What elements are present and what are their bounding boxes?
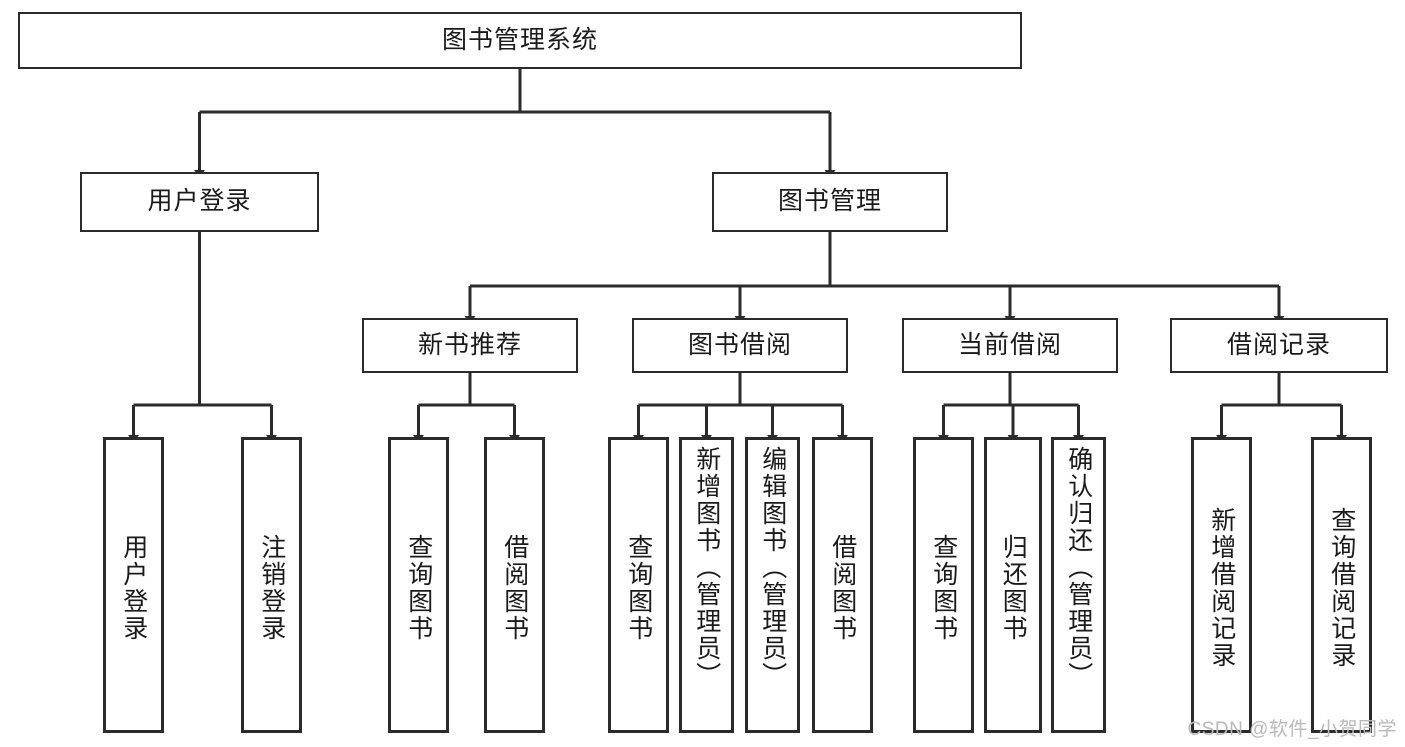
node-current-borrow[interactable]: 当前借阅 xyxy=(902,318,1118,373)
node-leaf-confirm-return[interactable]: 确认归还（管理员） xyxy=(1051,437,1106,733)
node-leaf-add-record-label: 新增借阅记录 xyxy=(1207,507,1236,669)
node-user-login-label: 用户登录 xyxy=(147,187,252,216)
node-leaf-edit-book-label: 编辑图书（管理员） xyxy=(758,446,787,689)
node-new-book-recommend[interactable]: 新书推荐 xyxy=(362,318,578,373)
node-book-borrow[interactable]: 图书借阅 xyxy=(632,318,848,373)
node-leaf-query-book-2-label: 查询图书 xyxy=(624,534,653,642)
node-new-book-recommend-label: 新书推荐 xyxy=(417,330,522,359)
node-leaf-user-login[interactable]: 用户登录 xyxy=(103,437,164,733)
node-leaf-query-book-1-label: 查询图书 xyxy=(404,534,433,642)
node-leaf-logout[interactable]: 注销登录 xyxy=(241,437,302,733)
node-book-borrow-label: 图书借阅 xyxy=(687,330,792,359)
node-borrow-record[interactable]: 借阅记录 xyxy=(1170,318,1388,373)
node-leaf-query-record[interactable]: 查询借阅记录 xyxy=(1311,437,1372,733)
node-leaf-logout-label: 注销登录 xyxy=(257,534,286,642)
node-book-manage[interactable]: 图书管理 xyxy=(712,172,948,232)
node-leaf-query-book-2[interactable]: 查询图书 xyxy=(608,437,669,733)
node-leaf-user-login-label: 用户登录 xyxy=(119,534,148,642)
node-leaf-borrow-book-2[interactable]: 借阅图书 xyxy=(812,437,873,733)
node-leaf-confirm-return-label: 确认归还（管理员） xyxy=(1064,446,1093,689)
node-leaf-edit-book[interactable]: 编辑图书（管理员） xyxy=(745,437,800,733)
node-leaf-query-book-1[interactable]: 查询图书 xyxy=(388,437,449,733)
node-leaf-return-book[interactable]: 归还图书 xyxy=(984,437,1042,733)
node-root[interactable]: 图书管理系统 xyxy=(18,12,1022,69)
node-leaf-borrow-book-1-label: 借阅图书 xyxy=(500,534,529,642)
node-root-label: 图书管理系统 xyxy=(441,25,598,54)
node-borrow-record-label: 借阅记录 xyxy=(1226,330,1331,359)
node-current-borrow-label: 当前借阅 xyxy=(957,330,1062,359)
node-leaf-add-book[interactable]: 新增图书（管理员） xyxy=(679,437,734,733)
node-leaf-query-record-label: 查询借阅记录 xyxy=(1327,507,1356,669)
node-leaf-borrow-book-2-label: 借阅图书 xyxy=(828,534,857,642)
node-user-login[interactable]: 用户登录 xyxy=(80,172,319,232)
node-leaf-add-book-label: 新增图书（管理员） xyxy=(692,446,721,689)
node-leaf-add-record[interactable]: 新增借阅记录 xyxy=(1191,437,1252,733)
node-leaf-return-book-label: 归还图书 xyxy=(999,534,1028,642)
node-leaf-query-book-3-label: 查询图书 xyxy=(929,534,958,642)
node-leaf-query-book-3[interactable]: 查询图书 xyxy=(913,437,974,733)
watermark: CSDN @软件_小贺同学 xyxy=(1187,719,1397,740)
node-book-manage-label: 图书管理 xyxy=(777,187,882,216)
node-leaf-borrow-book-1[interactable]: 借阅图书 xyxy=(484,437,545,733)
